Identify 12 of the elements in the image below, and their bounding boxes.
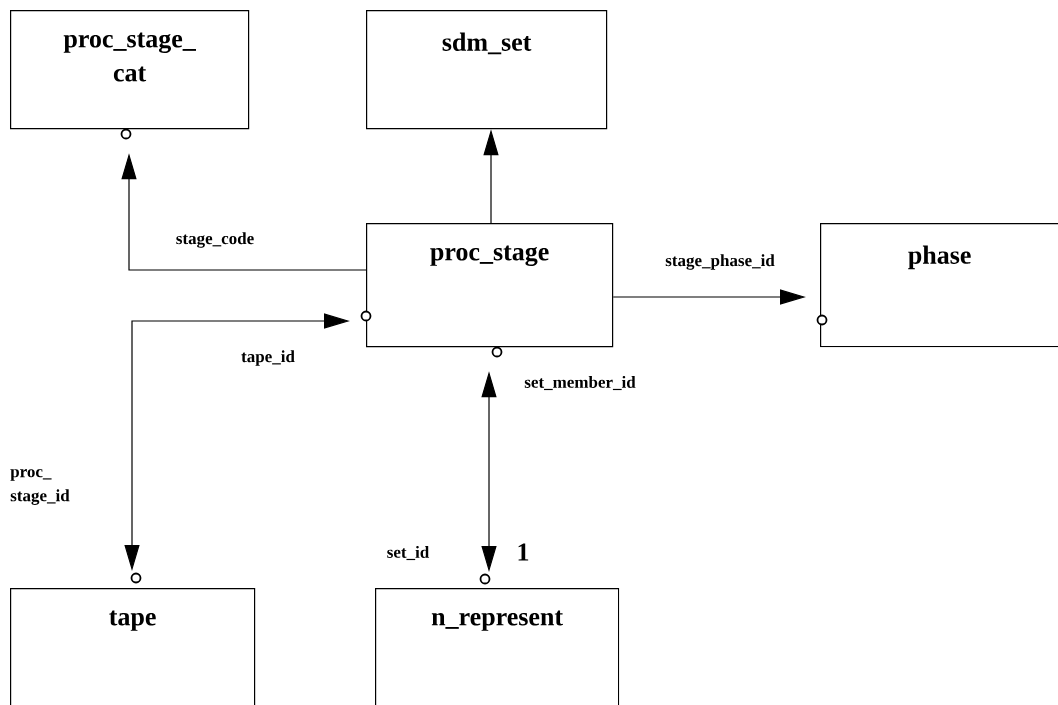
table-box: tape: [10, 588, 256, 705]
edge-label: stage_phase_id: [664, 253, 776, 271]
attribute-label: set_id: [387, 545, 430, 561]
table-box: sdm_set: [366, 10, 608, 130]
edge-label: stage_code: [174, 231, 256, 249]
table-box: n_represent: [375, 588, 620, 705]
table-box: proc_stage: [366, 223, 614, 348]
edge-label: tape_id: [240, 349, 296, 367]
attribute-label: 1: [518, 543, 529, 561]
table-box: proc_stage_ cat: [10, 10, 250, 130]
attribute-label: proc_ stage_id: [10, 469, 70, 505]
edge-label: set_member_id: [523, 374, 637, 392]
